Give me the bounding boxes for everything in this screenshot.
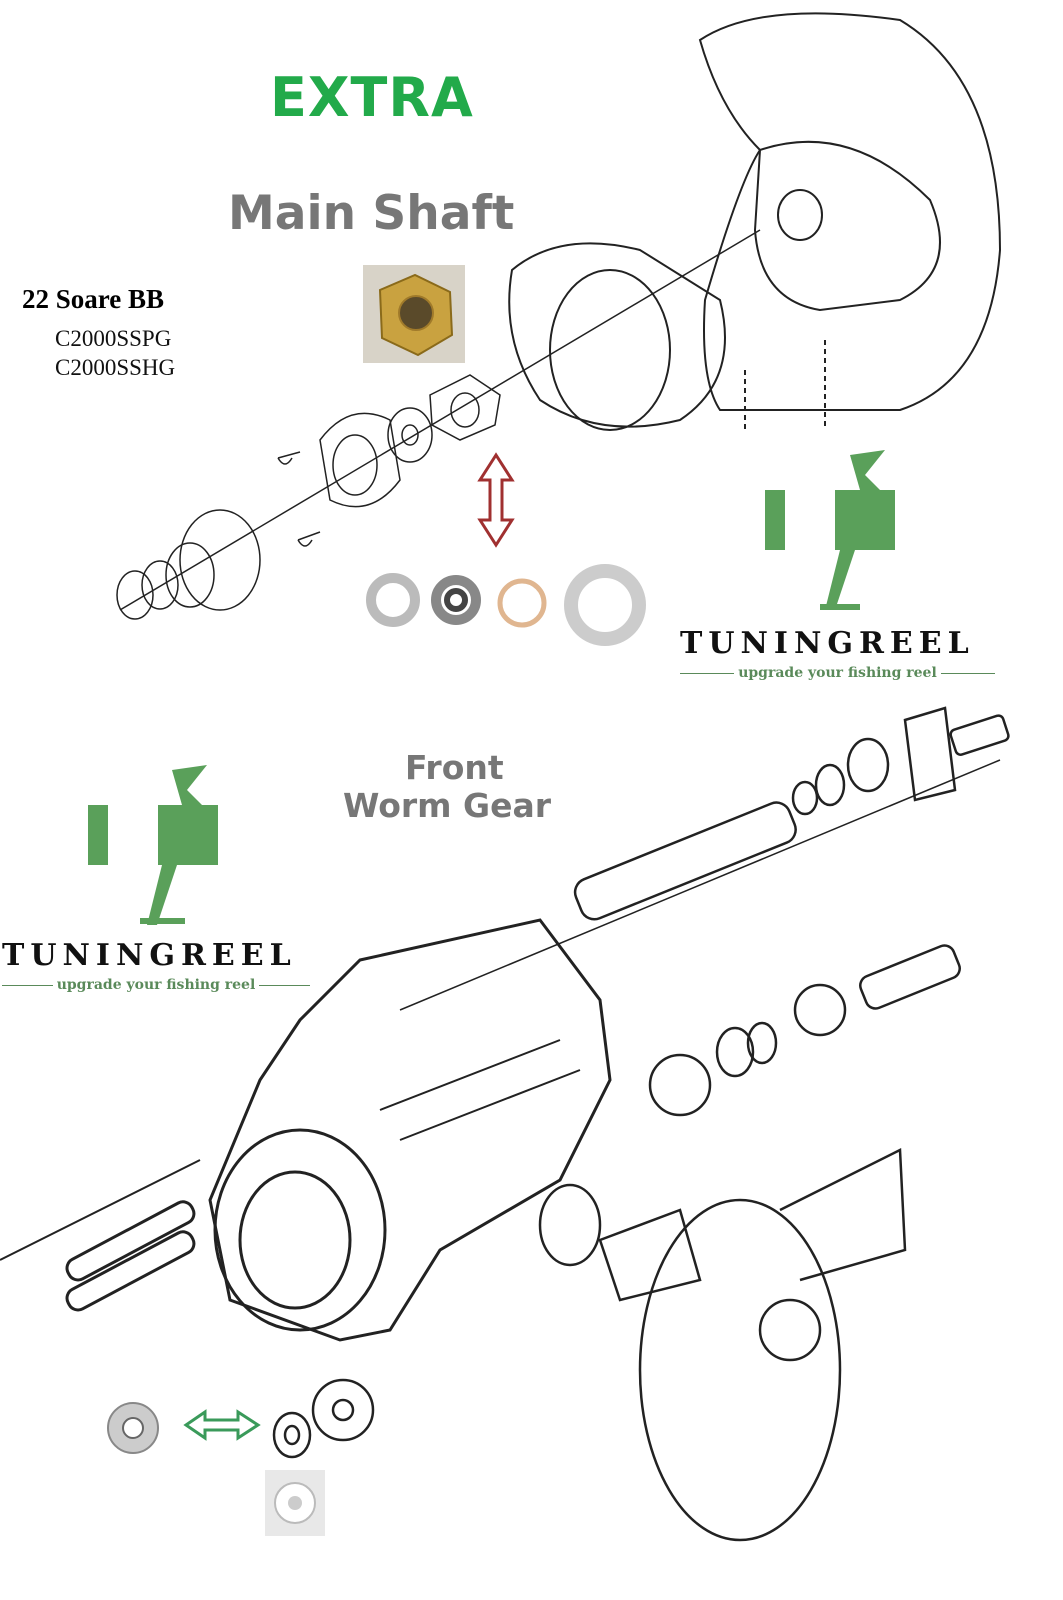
- red-double-arrow-icon: [477, 452, 515, 548]
- brand-tagline: upgrade your fishing reel: [2, 977, 310, 993]
- model-variant: C2000SSPG: [55, 326, 172, 351]
- main-shaft-parts: [116, 229, 761, 620]
- tuningreel-logo-icon: [765, 450, 895, 610]
- tagline-text: upgrade your fishing reel: [738, 665, 937, 681]
- brand-name: TUNINGREEL: [2, 938, 297, 973]
- reel-body-top: [508, 12, 1002, 431]
- tagline-text: upgrade your fishing reel: [56, 977, 256, 993]
- section-title-line1: Front: [405, 748, 504, 787]
- tuningreel-logo-icon: [88, 765, 218, 925]
- reel-model-name: 22 Soare BB: [22, 284, 165, 314]
- model-variant: C2000SSHG: [55, 355, 176, 380]
- extra-label: EXTRA: [270, 66, 474, 129]
- bearing-photo: [107, 1402, 159, 1454]
- brand-name: TUNINGREEL: [680, 626, 975, 661]
- section-title-line2: Worm Gear: [343, 786, 552, 825]
- brand-tagline: upgrade your fishing reel: [680, 665, 995, 681]
- worm-shaft-parts: [272, 706, 1010, 1542]
- main-shaft-title: Main Shaft: [228, 186, 515, 241]
- front-frame-lineart: [0, 918, 612, 1342]
- replacement-parts-photos: [366, 564, 646, 646]
- green-double-arrow-icon: [183, 1409, 261, 1441]
